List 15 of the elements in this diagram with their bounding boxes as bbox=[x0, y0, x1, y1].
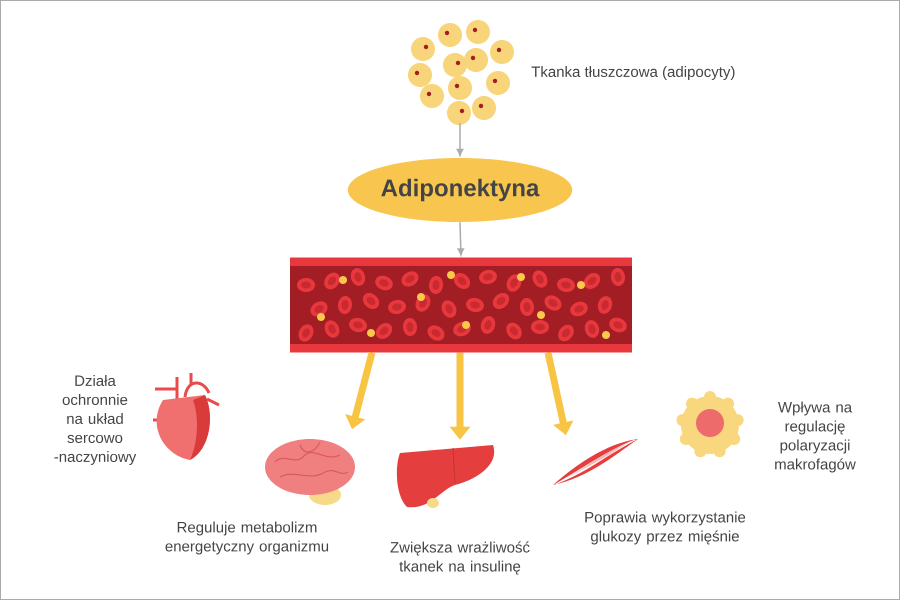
arrow bbox=[457, 222, 464, 256]
node-label: Poprawia wykorzystanie glukozy przez mięśnie bbox=[585, 512, 746, 544]
macrophage-drawing bbox=[676, 391, 744, 458]
muscle-drawing bbox=[553, 439, 638, 485]
blood-vessel-drawing bbox=[290, 258, 632, 352]
node-label: Działa ochronnie na układ sercowo -naczyniowy bbox=[54, 375, 136, 465]
node-label: Wpływa na regulację polaryzacji makrofagów bbox=[775, 402, 856, 472]
node-label: Reguluje metabolizm energetyczny organizmu bbox=[166, 522, 328, 554]
brain-drawing bbox=[265, 439, 355, 505]
node-label: Tkanka tłuszczowa (adipocyty) bbox=[532, 66, 734, 80]
heart-drawing bbox=[152, 372, 220, 460]
fat-cells-drawing bbox=[408, 20, 514, 125]
arrow bbox=[456, 123, 464, 156]
node-label: Zwiększa wrażliwość tkanek na insulinę bbox=[390, 541, 530, 575]
liver-drawing bbox=[396, 445, 494, 508]
